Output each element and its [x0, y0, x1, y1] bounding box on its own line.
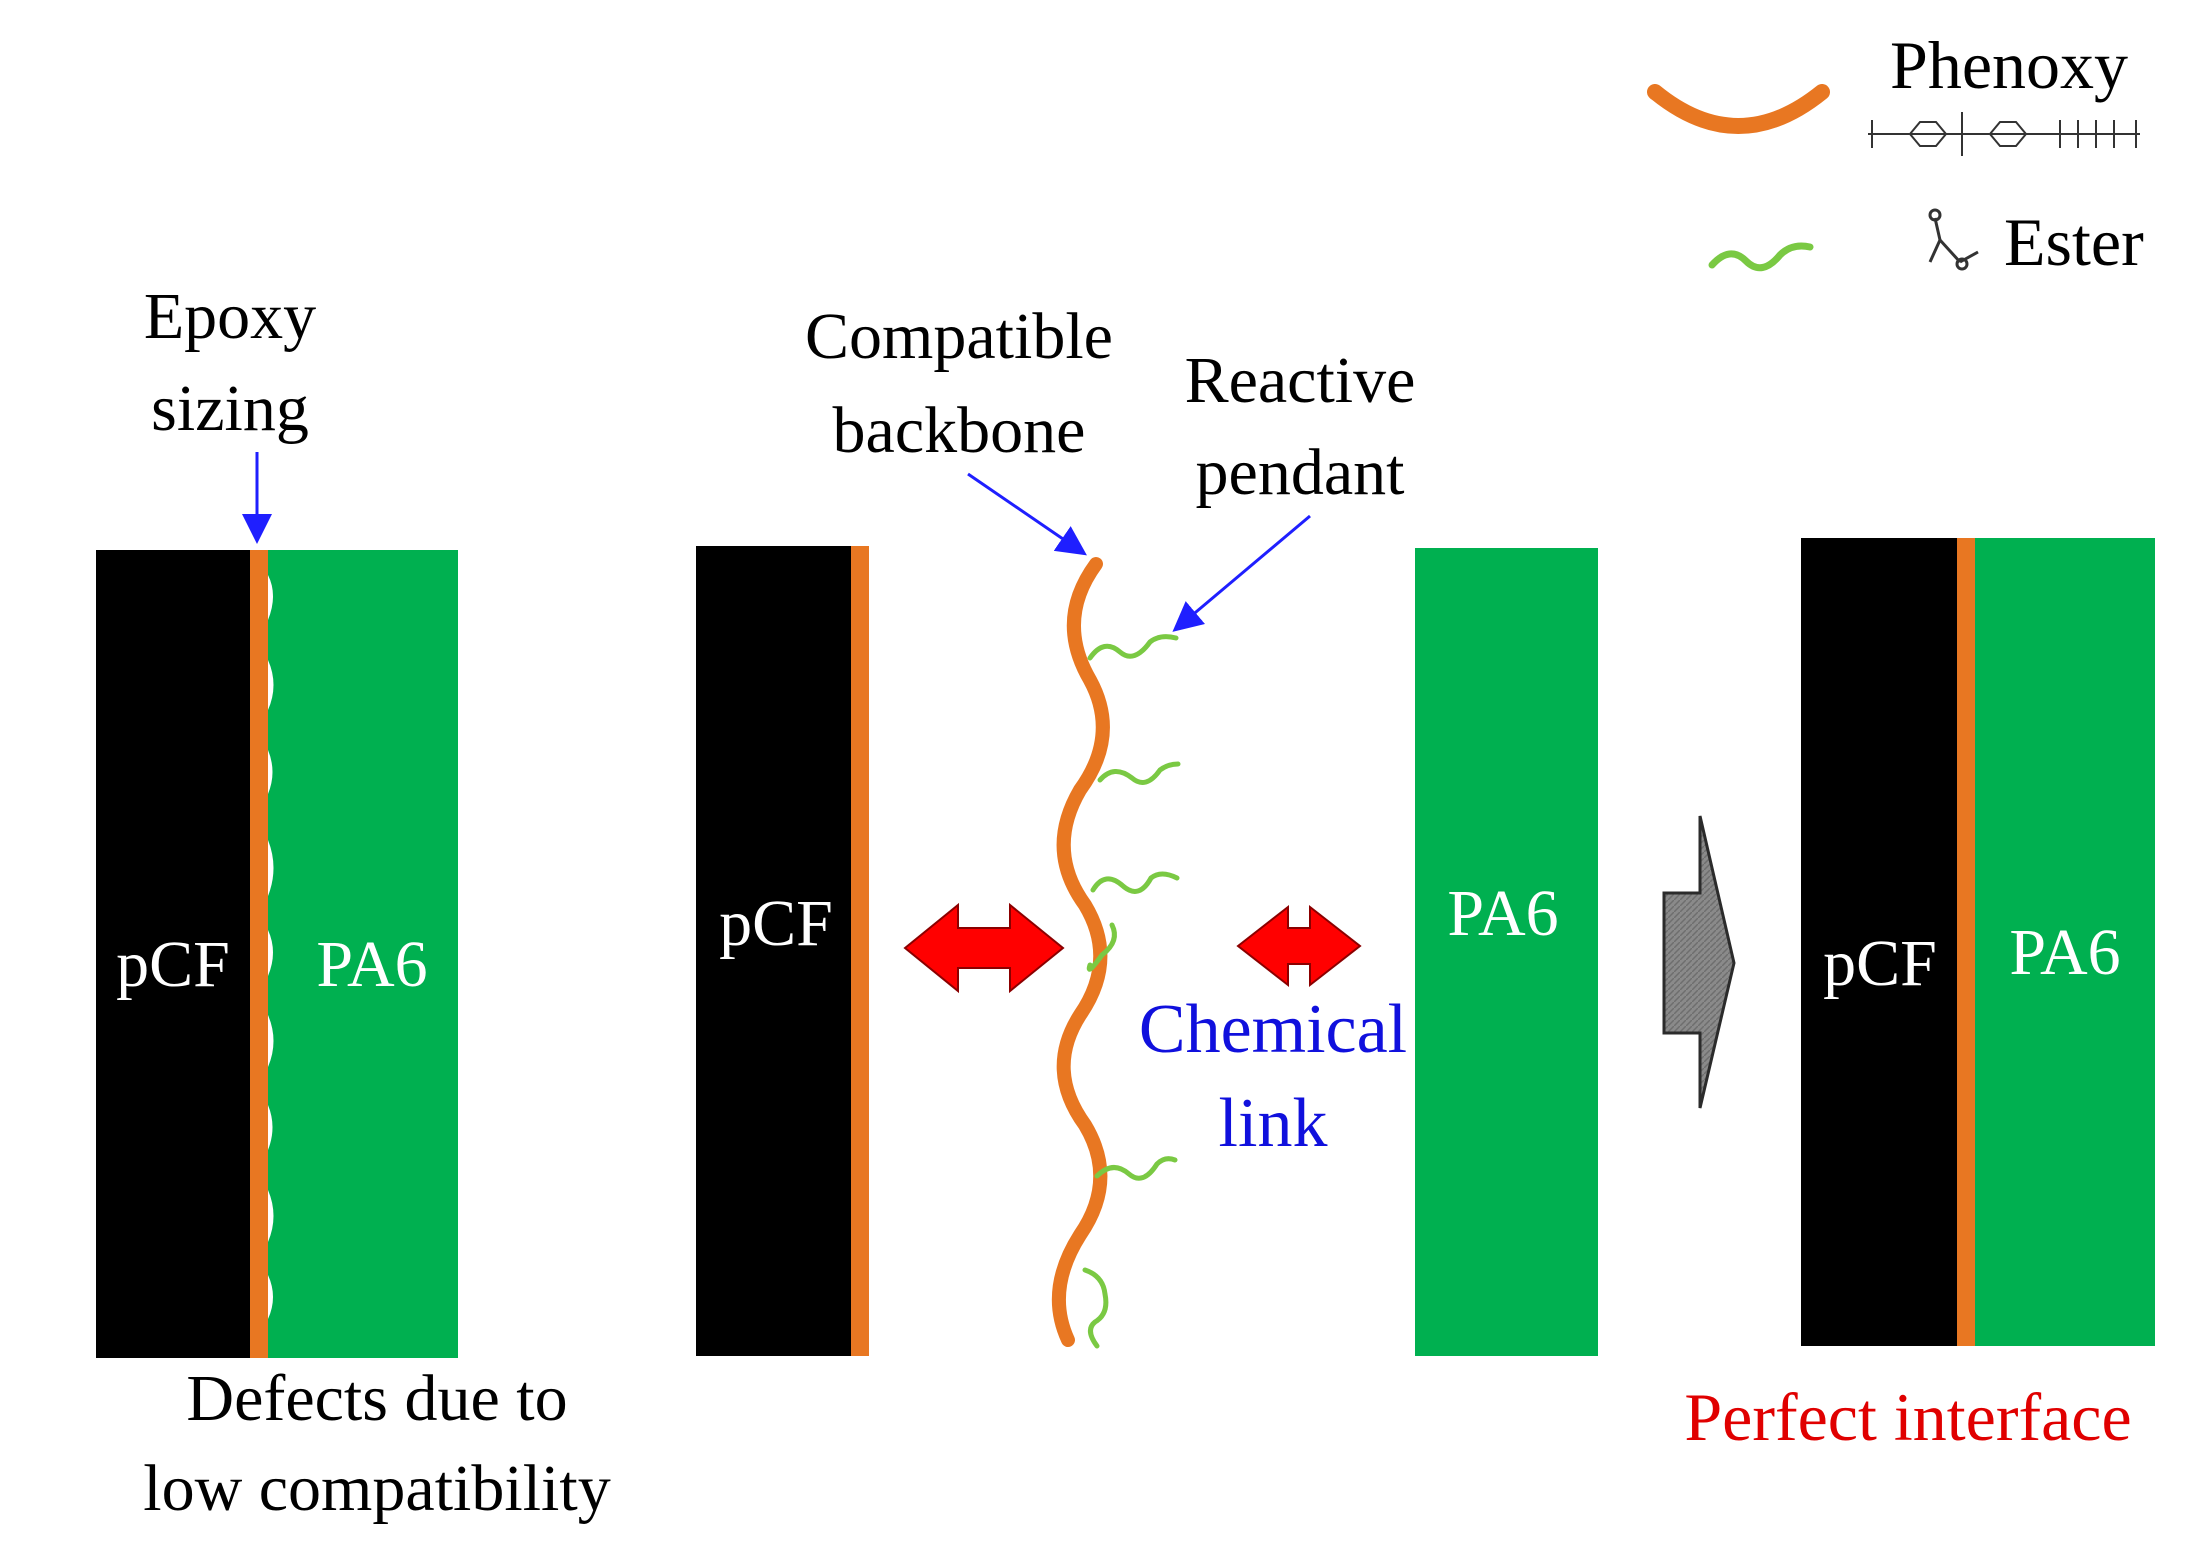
- epoxy-sizing-layer: [1957, 538, 1975, 1346]
- epoxy-sizing-label-line1: Epoxy: [144, 280, 316, 353]
- carbon-fiber-block: [96, 550, 250, 1358]
- epoxy-sizing-layer: [851, 546, 869, 1356]
- pa6-matrix-block: [1415, 548, 1598, 1356]
- phenoxy-legend-swatch: [1647, 84, 1830, 134]
- carbon-fiber-block: [696, 546, 851, 1356]
- process-arrow: [1662, 815, 1736, 1109]
- chemical-link-label-line1: Chemical: [1139, 991, 1407, 1068]
- panel-defects: Epoxy sizing pCF PA6 Defects due to low …: [96, 280, 611, 1525]
- fiber-label: pCF: [1823, 927, 1937, 1000]
- phenoxy-structure-icon: [1868, 112, 2140, 156]
- compatible-backbone-label-line1: Compatible: [805, 300, 1113, 373]
- reactive-pendant-arrow: [1172, 514, 1311, 632]
- pa6-matrix-block: [1975, 538, 2155, 1346]
- interaction-double-arrow-right: [1236, 904, 1362, 988]
- legend: Phenoxy Ester: [1647, 27, 2144, 280]
- compatible-backbone-label-line2: backbone: [833, 394, 1086, 467]
- compatible-backbone-arrow: [967, 472, 1087, 556]
- matrix-label: PA6: [1447, 877, 1558, 950]
- interface-defects: [268, 575, 274, 1319]
- phenoxy-legend-label: Phenoxy: [1890, 27, 2128, 103]
- ester-legend-label: Ester: [2004, 204, 2144, 280]
- chemical-link-label-line2: link: [1219, 1085, 1328, 1162]
- defects-caption-line1: Defects due to: [186, 1362, 567, 1435]
- panel-perfect-interface: pCF PA6 Perfect interface: [1684, 538, 2155, 1455]
- reactive-pendant-label-line2: pendant: [1196, 436, 1405, 509]
- perfect-interface-caption: Perfect interface: [1684, 1379, 2131, 1455]
- matrix-label: PA6: [2009, 916, 2120, 989]
- ester-legend-swatch: [1708, 242, 1814, 272]
- carbon-fiber-block: [1801, 538, 1957, 1346]
- epoxy-sizing-layer: [250, 550, 268, 1358]
- fiber-label: pCF: [116, 928, 230, 1001]
- matrix-label: PA6: [316, 928, 427, 1001]
- pa6-matrix-block: [268, 550, 458, 1358]
- defects-caption-line2: low compatibility: [143, 1452, 610, 1525]
- ester-structure-icon: [1928, 208, 1979, 271]
- interaction-double-arrow-left: [903, 902, 1065, 994]
- ester-pendants: [1082, 634, 1181, 1349]
- phenoxy-backbone-chain: [1051, 557, 1110, 1347]
- fiber-label: pCF: [719, 887, 833, 960]
- panel-compatibilizer: pCF Compatible backbone Reactive pendant…: [696, 300, 1598, 1356]
- epoxy-sizing-label-line2: sizing: [151, 372, 309, 445]
- reactive-pendant-label-line1: Reactive: [1185, 344, 1416, 417]
